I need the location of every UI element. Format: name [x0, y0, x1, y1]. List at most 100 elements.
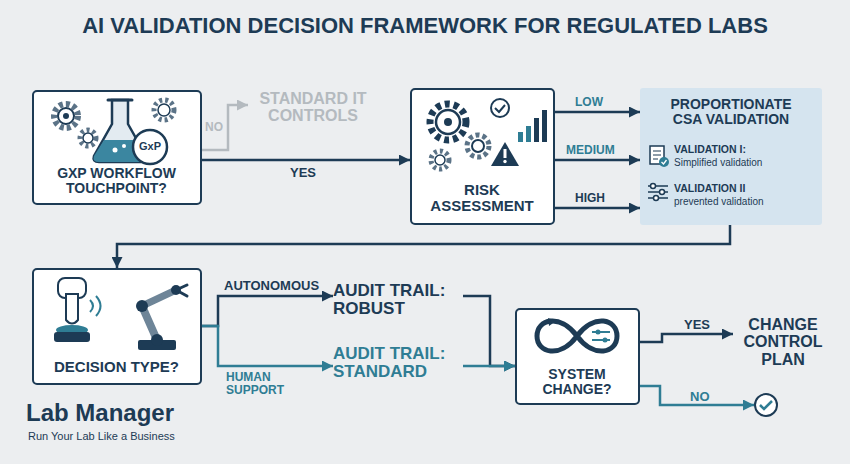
validation-panel: PROPORTIONATE CSA VALIDATION VALIDATION I…: [640, 88, 822, 225]
node-title: RISK ASSESSMENT: [414, 182, 550, 214]
validation-icons: [648, 146, 669, 201]
node-text: Simplified validation: [674, 158, 819, 169]
hand-robot-illustration: [176, 285, 187, 296]
no-branch: [755, 394, 777, 416]
connector-layer: [117, 105, 733, 366]
flask-illustration: [54, 104, 78, 128]
flask-illustration: [63, 113, 69, 119]
flask-illustration: [158, 104, 170, 116]
flow-connector: [117, 225, 730, 268]
node-title: DECISION TYPE?: [38, 359, 195, 375]
edge-label: NO: [690, 390, 710, 404]
validation-icons: [660, 190, 665, 195]
edge-label: LOW: [575, 96, 603, 109]
risk-illustration: [435, 155, 445, 165]
flask-illustration: [80, 130, 96, 146]
hand-robot-illustration: [136, 300, 148, 312]
node-title: PROPORTIONATE CSA VALIDATION: [656, 97, 806, 127]
risk-illustration: [534, 118, 539, 142]
risk-illustration: [542, 110, 547, 142]
flask-illustration: [133, 130, 167, 164]
edge-label: YES: [684, 318, 710, 332]
change-loop-illustration: [548, 318, 556, 326]
risk-illustration: [430, 99, 547, 169]
risk-illustration: [444, 118, 452, 126]
flask-illustration: [122, 144, 126, 148]
validation-icons: [662, 160, 667, 164]
validation-icons: [659, 157, 669, 167]
node-title: STANDARD IT CONTROLS: [248, 90, 378, 125]
risk-illustration: [431, 151, 449, 169]
brand-name: Lab Manager: [26, 400, 174, 426]
risk-illustration: [526, 126, 531, 142]
change-loop-illustration: [603, 338, 608, 343]
outcome-text: STANDARD IT CONTROLS: [248, 90, 378, 132]
hand-robot-illustration: [54, 332, 90, 342]
risk-illustration: [518, 132, 523, 142]
no-branch: [640, 386, 754, 405]
node-title: CHANGE CONTROL PLAN: [733, 316, 833, 368]
edge-label: HUMAN SUPPORT: [226, 371, 301, 397]
outcome-text: CHANGE CONTROL PLAN: [733, 316, 833, 374]
risk-illustration: [436, 110, 460, 134]
audit-trail-text: AUDIT TRAIL: ROBUST: [333, 282, 463, 322]
edge-label: HIGH: [575, 192, 605, 205]
validation-icons: [654, 196, 659, 201]
diagram-title: AI VALIDATION DECISION FRAMEWORK FOR REG…: [0, 14, 850, 38]
flow-connector: [463, 365, 515, 368]
flow-connector: [202, 105, 248, 150]
node-text: VALIDATION II: [674, 183, 819, 194]
node-title: GXP WORKFLOW TOUCHPOINT?: [38, 166, 195, 196]
audit-trail-text: AUDIT TRAIL: STANDARD: [333, 345, 463, 387]
risk-illustration: [430, 104, 466, 140]
flask-illustration: [108, 99, 132, 102]
hand-robot-illustration: [90, 296, 101, 316]
edge-label: MEDIUM: [566, 144, 615, 157]
flow-connector: [202, 159, 410, 162]
hand-robot-illustration: [151, 334, 163, 346]
node-text: VALIDATION I:: [674, 144, 819, 155]
edge-label: YES: [290, 166, 316, 180]
change-loop-illustration: [596, 330, 601, 335]
flow-connector: [555, 159, 640, 162]
risk-illustration: [472, 140, 484, 152]
node-title: SYSTEM CHANGE?: [519, 367, 635, 397]
risk-illustration: [503, 160, 506, 163]
flow-connector: [202, 296, 333, 326]
risk-illustration: [467, 135, 489, 157]
decision-box: SYSTEM CHANGE?: [515, 308, 640, 405]
node-title: AUDIT TRAIL: STANDARD: [333, 345, 463, 382]
flow-connector: [463, 296, 515, 366]
no-branch: [640, 386, 777, 416]
flask-illustration: [154, 100, 174, 120]
flow-connector: [202, 326, 333, 366]
change-loop-illustration: [592, 332, 610, 340]
hand-robot-illustration: [54, 278, 187, 350]
risk-illustration: [491, 99, 509, 117]
hand-robot-illustration: [66, 294, 78, 324]
node-text: prevented validation: [674, 197, 819, 208]
risk-illustration: [495, 105, 505, 112]
no-branch: [760, 401, 772, 409]
risk-illustration: [491, 142, 519, 166]
edge-label: NO: [205, 121, 223, 134]
flow-connector: [640, 334, 733, 342]
illustrations: [54, 99, 777, 416]
flow-connector: [555, 111, 640, 114]
flow-connector: [555, 207, 640, 210]
node-title: AUDIT TRAIL: ROBUST: [333, 282, 463, 319]
risk-illustration: [504, 149, 507, 158]
flask-illustration: [58, 108, 74, 124]
brand-tagline: Run Your Lab Like a Business: [28, 431, 175, 443]
flask-illustration: [113, 148, 118, 153]
flask-illustration: [83, 133, 93, 143]
change-loop-illustration: [537, 318, 617, 351]
validation-icons: [651, 184, 656, 189]
validation-icons: [653, 151, 661, 159]
edge-label: AUTONOMOUS: [224, 279, 319, 293]
flask-illustration: [54, 100, 174, 164]
